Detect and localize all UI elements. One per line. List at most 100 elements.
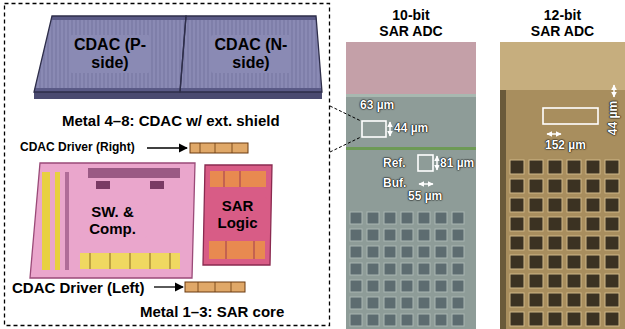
pad-cell (567, 274, 581, 288)
pad-cell (401, 314, 413, 326)
switch-comparator-block: SW. & Comp. (30, 163, 195, 278)
block-label: CDAC (P-side) (70, 35, 150, 73)
pad-cell (529, 179, 543, 193)
pad-cell (586, 255, 600, 269)
pad-cell (548, 293, 562, 307)
pad-cell (529, 312, 543, 326)
comparator-strip (88, 168, 180, 178)
logic-cells (210, 171, 266, 187)
pad-cell (529, 198, 543, 212)
die-micrograph: 10-bit SAR ADC (346, 42, 476, 329)
pad-cell (435, 297, 447, 309)
pad-cell (586, 179, 600, 193)
pad-cell (529, 236, 543, 250)
pad-cell (401, 263, 413, 275)
cdac-finger (192, 16, 193, 92)
cdac-finger (172, 16, 173, 92)
driver-detail (198, 282, 199, 292)
micrograph-region (500, 42, 625, 90)
micrograph-region (500, 90, 506, 329)
pad-cell (452, 246, 464, 258)
leader-arrow (154, 286, 183, 287)
switch-detail (150, 253, 151, 269)
part-name: Ref. Buf. (383, 153, 415, 193)
cdac-fingers (36, 16, 320, 92)
pad-cell (418, 314, 430, 326)
pad-cell (529, 293, 543, 307)
pad-cell (567, 312, 581, 326)
pad-cell (567, 217, 581, 231)
pad-cell (384, 314, 396, 326)
pad-cell (452, 314, 464, 326)
micrograph-line (346, 147, 476, 150)
sar-logic-block: SAR Logic (203, 165, 272, 265)
logic-detail (240, 171, 241, 187)
pad-cell (452, 297, 464, 309)
part-name: CDAC Driver (Right) (20, 141, 135, 155)
pad-cell (548, 179, 562, 193)
pad-cell (529, 255, 543, 269)
panel-heading: 10-bit SAR ADC (377, 7, 445, 39)
cdac-finger (48, 16, 49, 92)
micrograph-pads (510, 160, 619, 326)
switch-strip (80, 253, 180, 269)
dimension-arrow (436, 156, 438, 170)
pad-cell (548, 217, 562, 231)
pad-cell (548, 198, 562, 212)
ref-buffer-outline (418, 155, 433, 171)
cdac-finger (168, 16, 169, 92)
switch-detail (170, 253, 171, 269)
cdac-finger (296, 16, 297, 92)
switch-bar (42, 172, 50, 270)
pad-cell (548, 255, 562, 269)
pad-cell (510, 293, 524, 307)
cdac-finger (164, 16, 165, 92)
pad-cell (435, 280, 447, 292)
pad-cell (367, 212, 379, 224)
pad-cell (401, 246, 413, 258)
switch-comparator-fill (30, 163, 195, 278)
comparator-device (96, 181, 110, 189)
dimension: 81 µm (440, 157, 474, 171)
pad-cell (350, 229, 362, 241)
pad-cell (567, 160, 581, 174)
pad-cell (586, 312, 600, 326)
logic-detail (254, 241, 255, 259)
driver-detail (215, 143, 216, 153)
sar-core-outline (543, 108, 598, 124)
pad-cell (367, 314, 379, 326)
pad-cell (452, 280, 464, 292)
pad-cell (401, 297, 413, 309)
dimension-arrow (389, 122, 391, 136)
zoom-leader (330, 106, 361, 121)
switch-detail (130, 253, 131, 269)
micrograph-region (346, 94, 476, 97)
pad-cell (548, 236, 562, 250)
cdac-finger (60, 16, 61, 92)
cdac-finger (68, 16, 69, 92)
pad-cell (384, 246, 396, 258)
pad-cell (510, 236, 524, 250)
cdac-finger (204, 16, 205, 92)
pad-cell (510, 179, 524, 193)
block-label: SW. & Comp. (79, 203, 147, 239)
switch-detail (90, 253, 91, 269)
pad-cell (586, 160, 600, 174)
part-name: CDAC Driver (Left) (12, 279, 145, 296)
pad-cell (367, 246, 379, 258)
pad-cell (384, 229, 396, 241)
pad-cell (567, 255, 581, 269)
logic-detail (226, 241, 227, 259)
pad-cell (401, 229, 413, 241)
driver-detail (215, 282, 216, 292)
pad-cell (384, 297, 396, 309)
layer-caption: Metal 1–3: SAR core (140, 303, 284, 320)
cdac-driver-right-block (190, 143, 248, 153)
block-outline-shape (180, 16, 322, 92)
die-micrograph: 12-bit SAR ADC (500, 42, 625, 329)
dimension-arrow (547, 133, 561, 135)
pad-cell (350, 314, 362, 326)
pad-cell (367, 297, 379, 309)
pad-cell (529, 160, 543, 174)
pad-cell (567, 236, 581, 250)
